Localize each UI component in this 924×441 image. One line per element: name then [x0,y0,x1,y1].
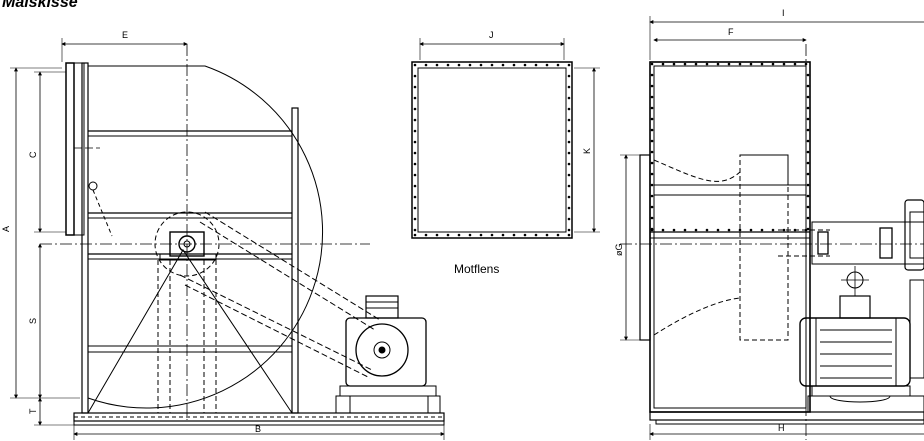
side-view [10,38,445,440]
counter-flange-caption: Motflens [454,262,500,276]
counter-flange [411,38,600,239]
dim-label-c: C [28,151,38,158]
dim-label-k: K [582,148,592,154]
frame-right-post [291,107,299,414]
dim-label-s: S [28,318,38,324]
dim-label-j: J [489,30,494,40]
scroll-housing [87,65,324,409]
dim-label-h: H [778,423,785,433]
outlet-flange [65,62,75,236]
drawing-title: Målskisse [2,0,78,11]
dim-label-e: E [122,30,128,40]
dim-label-g: øG [614,244,624,257]
frame-left-post [81,62,89,414]
dim-label-b: B [255,424,261,434]
dim-label-t: T [28,408,38,414]
dim-label-i: I [782,8,785,18]
front-view [620,16,924,440]
dim-label-a: A [1,226,11,232]
dim-label-f: F [728,27,734,37]
